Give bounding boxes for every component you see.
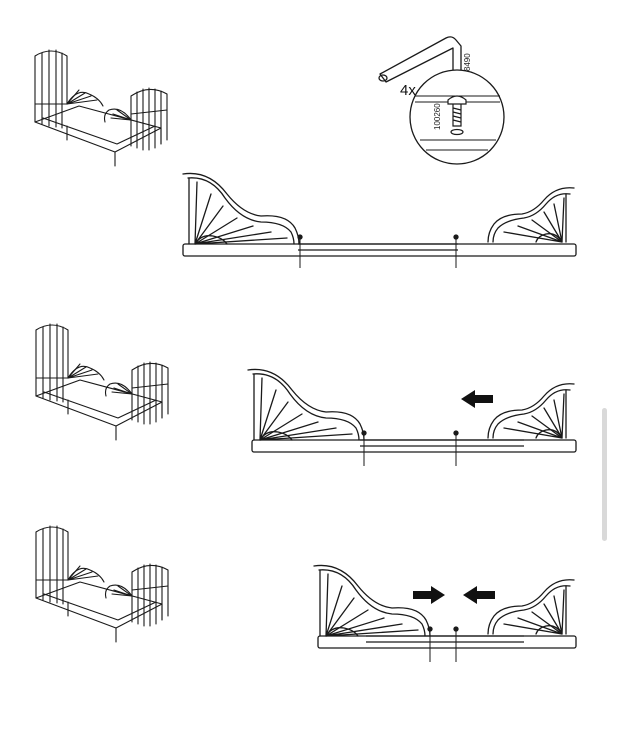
screw-quantity: 4x bbox=[400, 82, 416, 99]
push-left-arrow-icon bbox=[463, 586, 495, 604]
bed-thumbnail-compact bbox=[35, 525, 169, 643]
push-right-arrow-icon bbox=[413, 586, 445, 604]
step-3 bbox=[35, 525, 577, 662]
bed-frame-diagram bbox=[182, 172, 577, 268]
bed-frame-diagram bbox=[313, 564, 577, 662]
hardware-callout: 108490 4x 100260 bbox=[378, 36, 505, 165]
bed-thumbnail-extended bbox=[34, 49, 168, 167]
allen-key-part-number: 108490 bbox=[463, 53, 472, 80]
bed-frame-diagram bbox=[247, 368, 577, 466]
step-1 bbox=[34, 49, 577, 268]
screw-icon bbox=[447, 95, 467, 136]
screw-part-number: 100260 bbox=[433, 103, 442, 130]
scrollbar[interactable] bbox=[602, 408, 607, 541]
bed-thumbnail-medium bbox=[35, 323, 169, 441]
step-2 bbox=[35, 323, 577, 466]
screw-detail-circle bbox=[409, 69, 505, 165]
push-left-arrow-icon bbox=[461, 390, 493, 408]
